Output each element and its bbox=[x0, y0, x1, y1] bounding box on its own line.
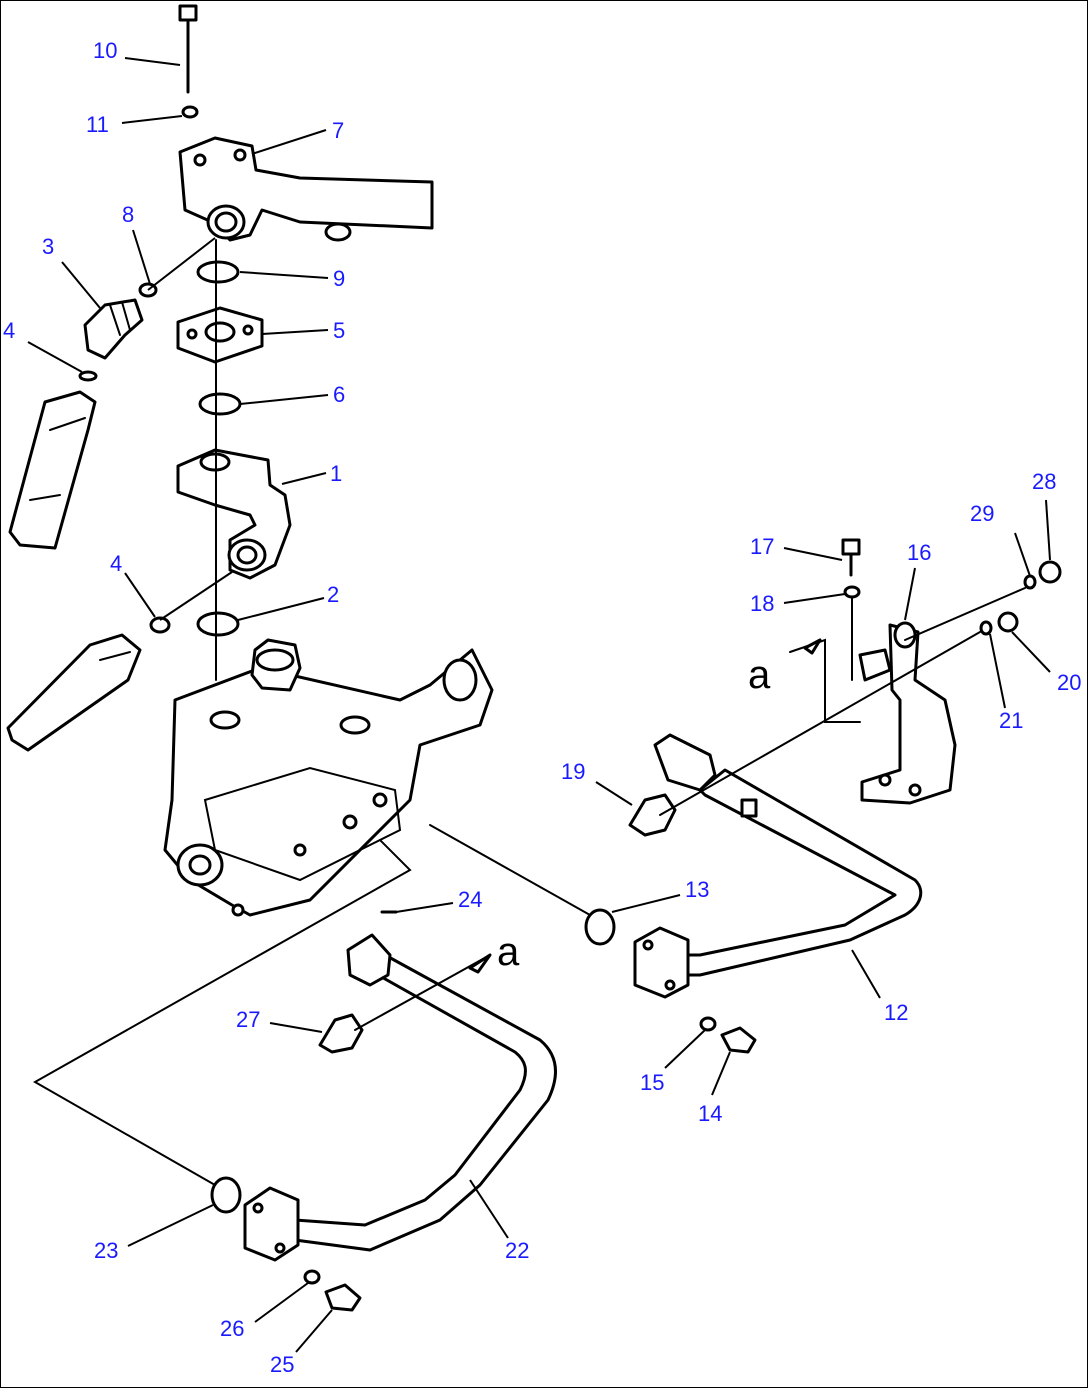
part-bolt-14 bbox=[720, 1026, 757, 1054]
ref-letter-a-upper: a bbox=[748, 653, 771, 697]
ref-arrow-a-upper bbox=[789, 638, 861, 723]
callout-26: 26 bbox=[220, 1316, 244, 1341]
callout-3: 3 bbox=[42, 234, 54, 259]
part-clamp-27 bbox=[318, 1013, 364, 1054]
callout-4-upper: 4 bbox=[3, 318, 15, 343]
callout-8: 8 bbox=[122, 202, 134, 227]
callout-19: 19 bbox=[561, 759, 585, 784]
callout-13: 13 bbox=[685, 877, 709, 902]
callout-11: 11 bbox=[86, 112, 109, 137]
part-bracket-16 bbox=[858, 621, 957, 805]
callout-6: 6 bbox=[333, 382, 345, 407]
callout-15: 15 bbox=[640, 1070, 664, 1095]
part-oring-23 bbox=[210, 1176, 242, 1214]
part-washer-29 bbox=[1023, 574, 1037, 590]
axis-line-13 bbox=[429, 824, 591, 916]
part-flange-plate-5 bbox=[176, 306, 264, 364]
callout-29: 29 bbox=[970, 501, 994, 526]
callout-20: 20 bbox=[1057, 670, 1081, 695]
callout-10: 10 bbox=[93, 38, 117, 63]
callout-17: 17 bbox=[750, 534, 774, 559]
callout-28: 28 bbox=[1032, 469, 1056, 494]
part-washer-26 bbox=[303, 1269, 321, 1285]
leader-lines bbox=[27, 57, 1051, 1353]
part-pipe-22 bbox=[243, 933, 558, 1262]
part-bolt-17 bbox=[841, 538, 861, 577]
part-oring-9 bbox=[196, 260, 240, 284]
hose-upper-left bbox=[8, 390, 97, 550]
callout-21: 21 bbox=[999, 708, 1023, 733]
part-oring-4-upper bbox=[78, 370, 98, 382]
axis-line-28 bbox=[904, 587, 1026, 641]
part-bolt-10 bbox=[178, 4, 198, 94]
callout-24: 24 bbox=[458, 887, 482, 912]
callout-2: 2 bbox=[327, 582, 339, 607]
callout-22: 22 bbox=[505, 1238, 529, 1263]
main-pump-body bbox=[163, 638, 494, 917]
callout-12: 12 bbox=[884, 1000, 908, 1025]
axis-line-22 bbox=[32, 839, 412, 1186]
part-elbow-1 bbox=[176, 448, 292, 580]
part-washer-21 bbox=[979, 620, 993, 636]
axis-line-27 bbox=[354, 954, 491, 1031]
callout-16: 16 bbox=[907, 540, 931, 565]
ref-letter-a-lower: a bbox=[497, 930, 520, 974]
callout-14: 14 bbox=[698, 1101, 722, 1126]
part-oring-4-lower bbox=[149, 616, 171, 634]
part-elbow-flange-7 bbox=[178, 136, 434, 242]
part-washer-11 bbox=[181, 105, 199, 119]
part-elbow-fitting-3 bbox=[83, 298, 144, 360]
part-nut-28 bbox=[1038, 560, 1062, 584]
ref-arrowhead-a-upper bbox=[803, 638, 822, 655]
callout-27: 27 bbox=[236, 1007, 260, 1032]
axis-line-19 bbox=[659, 631, 981, 816]
part-washer-15 bbox=[699, 1016, 717, 1032]
callout-23: 23 bbox=[94, 1238, 118, 1263]
part-nut-20 bbox=[997, 611, 1019, 633]
callout-7: 7 bbox=[332, 118, 344, 143]
part-washer-18 bbox=[843, 585, 861, 599]
callout-9: 9 bbox=[333, 266, 345, 291]
hose-lower-left bbox=[6, 633, 142, 752]
part-bolt-25 bbox=[324, 1283, 362, 1312]
part-oring-2 bbox=[196, 611, 240, 637]
part-clamp-19 bbox=[628, 793, 677, 837]
callout-4-lower: 4 bbox=[110, 551, 122, 576]
callout-1: 1 bbox=[330, 461, 342, 486]
part-pipe-12 bbox=[633, 733, 923, 999]
callout-5: 5 bbox=[333, 318, 345, 343]
part-oring-6 bbox=[198, 392, 242, 416]
ref-arrowhead-a-lower bbox=[468, 953, 492, 974]
callout-18: 18 bbox=[750, 591, 774, 616]
part-oring-13 bbox=[584, 908, 616, 946]
callout-25: 25 bbox=[270, 1352, 294, 1377]
